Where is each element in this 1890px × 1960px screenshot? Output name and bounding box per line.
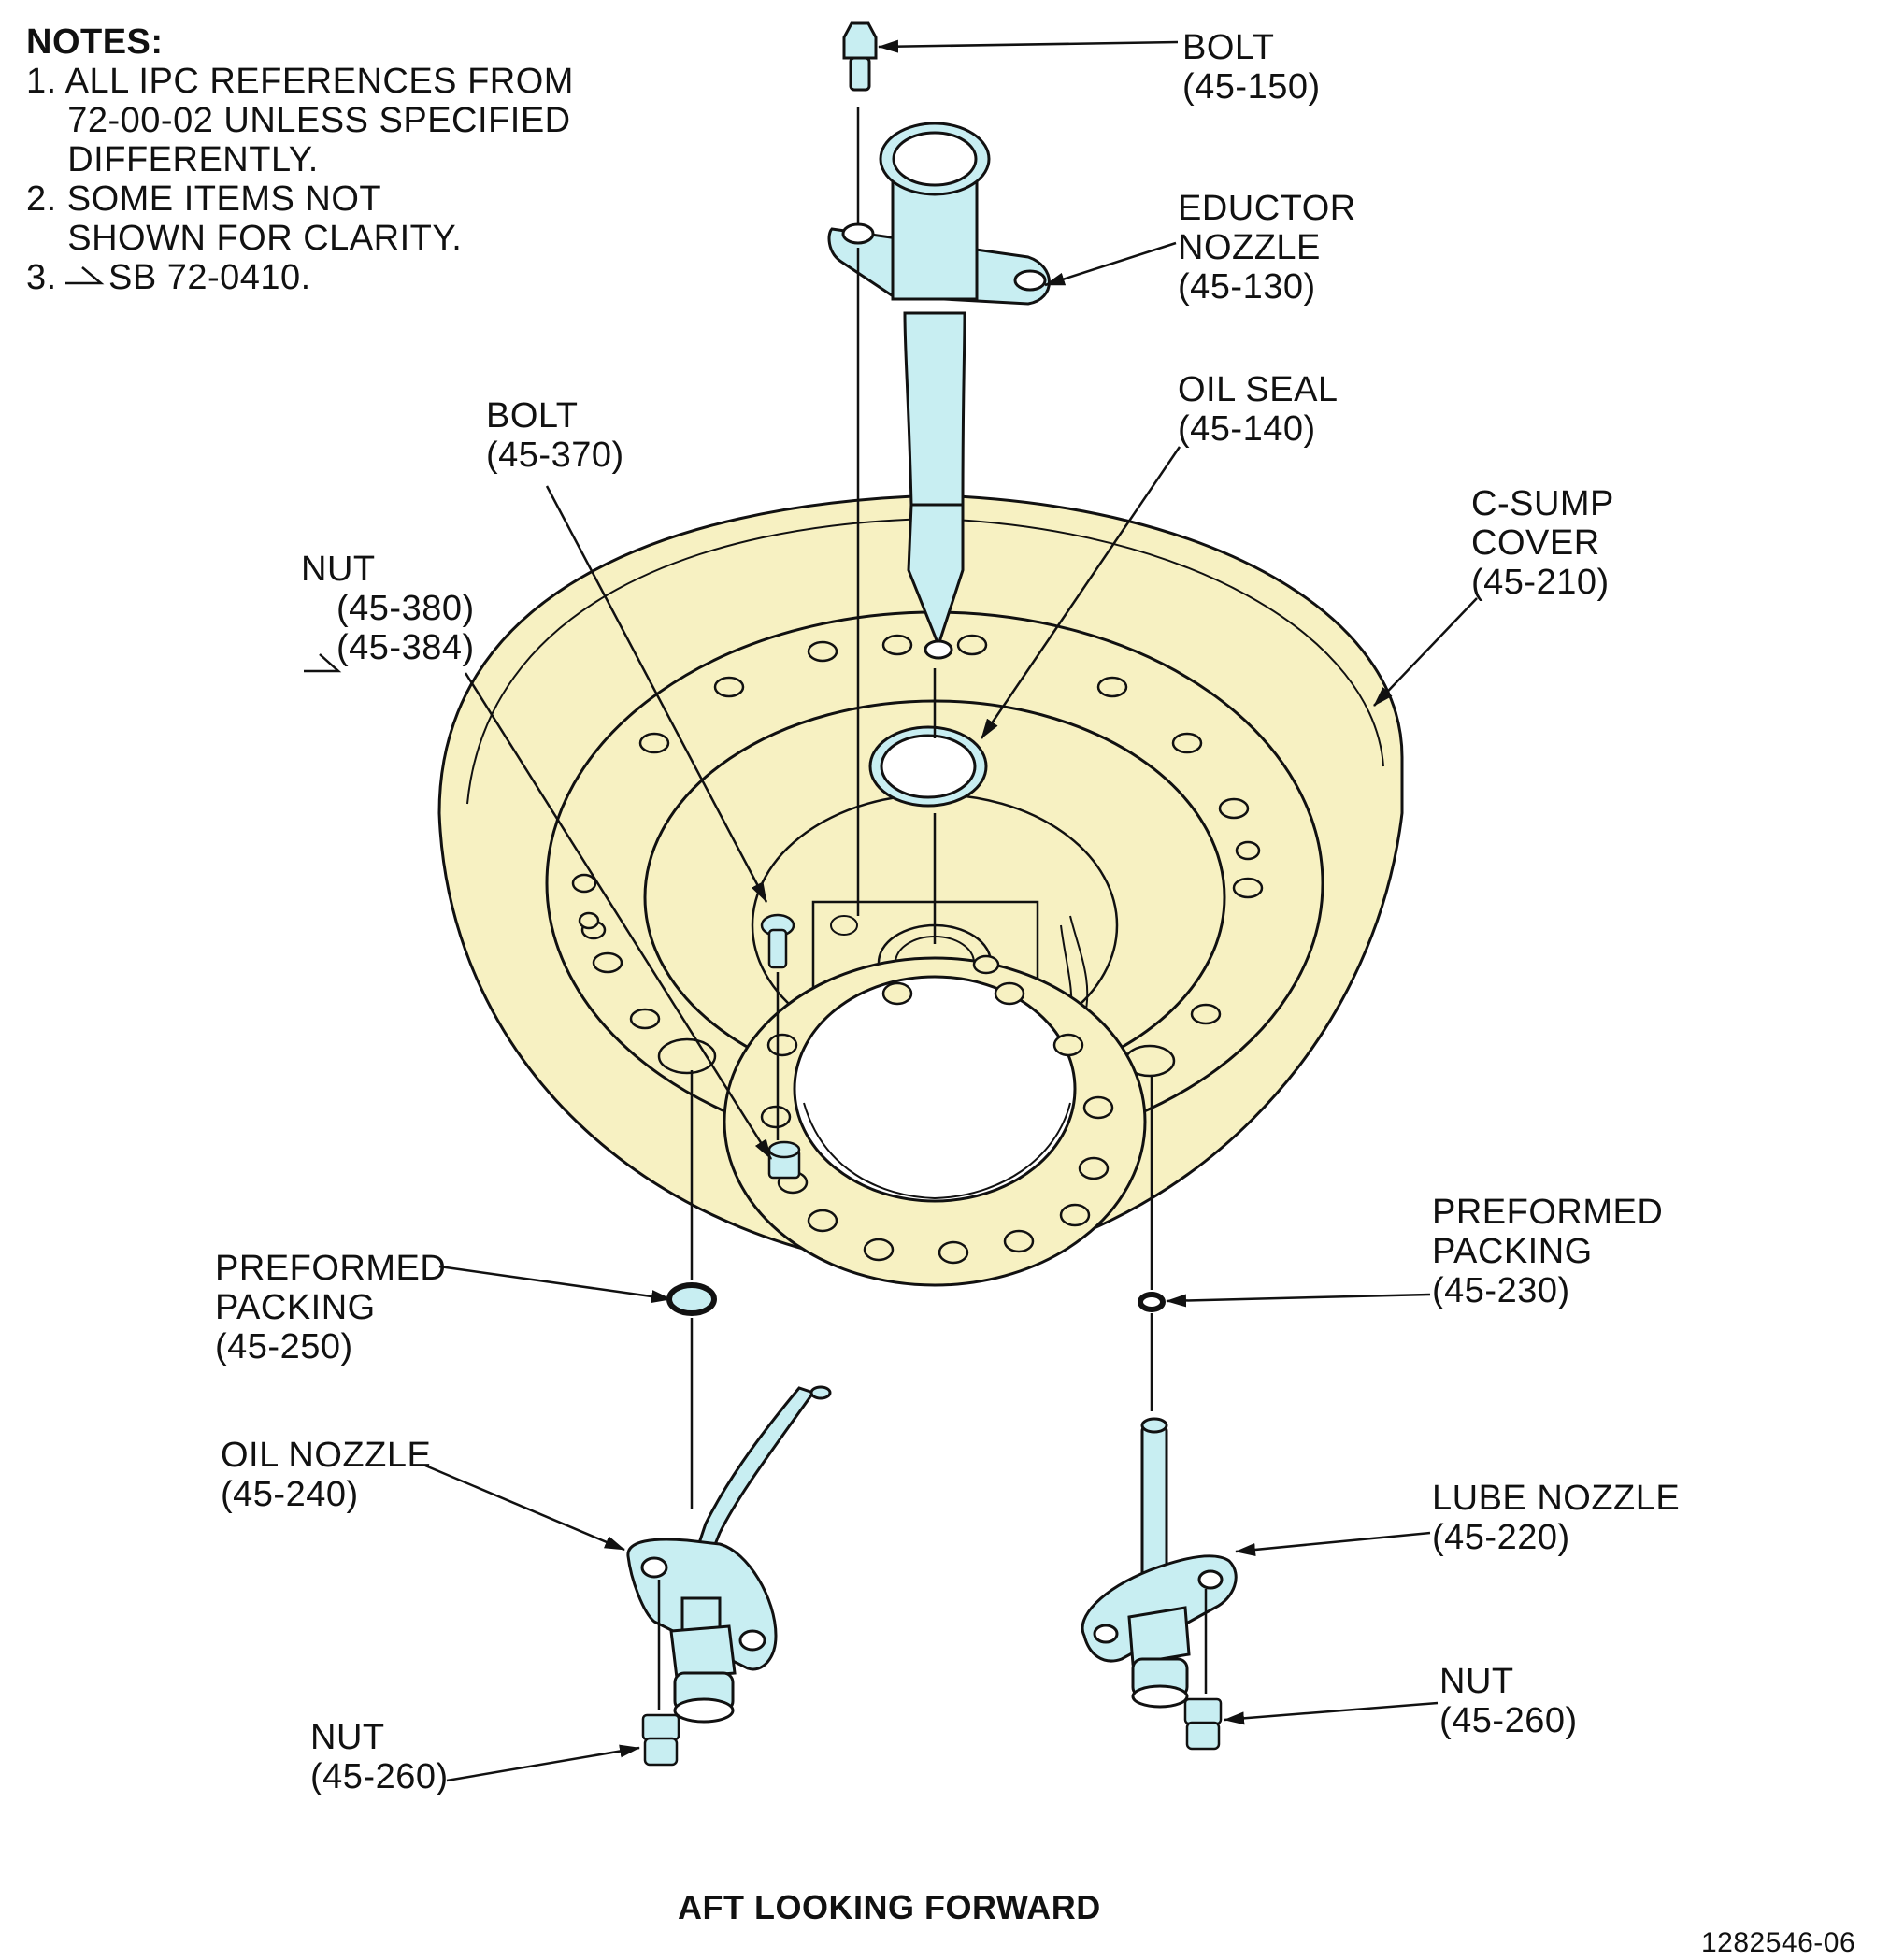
label-nut-left-name: NUT [310, 1718, 385, 1757]
label-packing-250-name-1: PREFORMED [215, 1249, 447, 1288]
leader-lines [424, 39, 1478, 1782]
label-csump-name-1: C-SUMP [1471, 484, 1614, 523]
eductor-nozzle [827, 122, 1051, 660]
preformed-packing-230-part [1138, 1292, 1166, 1312]
label-packing-230-name-1: PREFORMED [1432, 1193, 1664, 1232]
note-line-4: 2. SOME ITEMS NOT [26, 179, 382, 219]
oil-seal-part [868, 725, 988, 808]
bolt-45-150-part [842, 21, 878, 92]
label-packing-250-name-2: PACKING [215, 1288, 376, 1327]
notes-heading: NOTES: [26, 22, 164, 62]
label-oil-nozzle-ref: (45-240) [221, 1475, 359, 1514]
label-nut-right-ref: (45-260) [1439, 1701, 1578, 1740]
label-packing-250-ref: (45-250) [215, 1327, 353, 1366]
nut-right-part [1183, 1697, 1223, 1751]
label-oil-seal-ref: (45-140) [1178, 409, 1316, 449]
label-nut-384-ref: (45-384) [336, 628, 475, 667]
nut-left-part [641, 1713, 680, 1767]
bolt-45-370-part [760, 913, 795, 969]
figure-number: 1282546-06 [1701, 1927, 1856, 1958]
label-eductor-name-1: EDUCTOR [1178, 189, 1356, 228]
label-lube-nozzle-name: LUBE NOZZLE [1432, 1479, 1681, 1518]
label-bolt-150-ref: (45-150) [1182, 67, 1321, 107]
label-eductor-ref: (45-130) [1178, 267, 1316, 307]
preformed-packing-250-part [666, 1282, 717, 1316]
label-lube-nozzle-ref: (45-220) [1432, 1518, 1570, 1557]
label-nut-380-ref: (45-380) [336, 589, 475, 628]
c-sump-cover [437, 494, 1404, 1287]
label-packing-230-name-2: PACKING [1432, 1232, 1593, 1271]
label-eductor-name-2: NOZZLE [1178, 228, 1321, 267]
view-caption: AFT LOOKING FORWARD [678, 1888, 1101, 1926]
label-csump-ref: (45-210) [1471, 563, 1610, 602]
label-nut-left-ref: (45-260) [310, 1757, 449, 1796]
label-bolt-370-ref: (45-370) [486, 436, 624, 475]
alignment-lines [657, 107, 1208, 1710]
oil-nozzle-part [626, 1385, 832, 1724]
label-nut-right-name: NUT [1439, 1662, 1514, 1701]
lube-nozzle-part [1081, 1417, 1238, 1709]
note-line-3: DIFFERENTLY. [26, 140, 319, 179]
label-nut-380-name: NUT [301, 550, 376, 589]
nut-45-380-part [767, 1140, 801, 1180]
label-bolt-150-name: BOLT [1182, 28, 1275, 67]
label-csump-name-2: COVER [1471, 523, 1600, 563]
label-packing-230-ref: (45-230) [1432, 1271, 1570, 1310]
note-line-1: 1. ALL IPC REFERENCES FROM [26, 62, 574, 101]
label-oil-nozzle-name: OIL NOZZLE [221, 1436, 432, 1475]
note-line-5: SHOWN FOR CLARITY. [26, 219, 463, 258]
sb-triangle-marks [65, 266, 342, 673]
label-oil-seal-name: OIL SEAL [1178, 370, 1339, 409]
note-line-6: 3. SB 72-0410. [26, 258, 311, 297]
label-bolt-370-name: BOLT [486, 396, 579, 436]
note-line-2: 72-00-02 UNLESS SPECIFIED [26, 101, 571, 140]
